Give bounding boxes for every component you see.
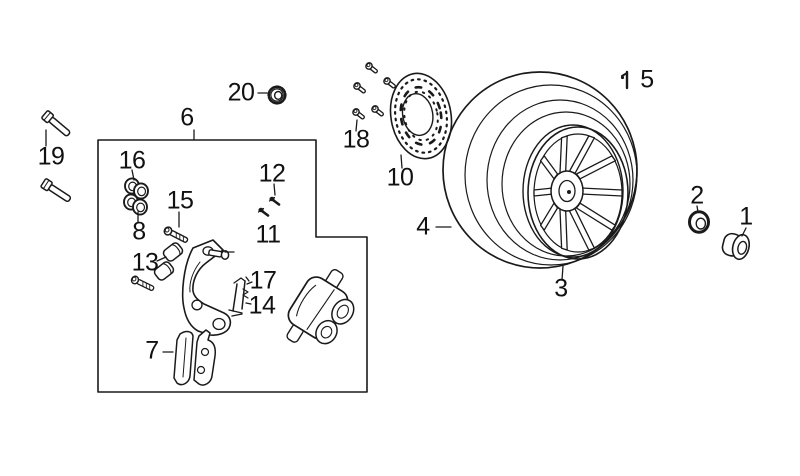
bracket-screw (129, 274, 156, 294)
part-label-4: 4 (416, 212, 430, 241)
part-label-20: 20 (227, 78, 255, 107)
part-label-3: 3 (554, 274, 568, 303)
part-label-5: 5 (640, 65, 654, 94)
leader-lines (45, 92, 747, 353)
small-screw-12 (268, 195, 281, 206)
axle-nut (267, 85, 287, 105)
part-label-10: 10 (386, 163, 414, 192)
pin-bolt (162, 225, 190, 246)
wheel-and-tire (442, 71, 638, 269)
part-label-19: 19 (37, 142, 65, 171)
part-label-16: 16 (118, 146, 146, 175)
brake-disc (389, 72, 453, 160)
part-label-11: 11 (255, 220, 281, 249)
small-screw-11 (257, 206, 270, 217)
part-label-18: 18 (342, 125, 370, 154)
part-label-7: 7 (145, 336, 159, 365)
caliper-bracket (181, 239, 232, 336)
part-label-2: 2 (690, 181, 704, 210)
seal-ring (688, 210, 710, 234)
part-label-17: 17 (249, 266, 277, 295)
caliper-assembly-box (97, 139, 368, 393)
part-label-14: 14 (248, 291, 276, 320)
part-label-13: 13 (131, 248, 159, 277)
part-label-1: 1 (739, 202, 753, 231)
small-pin (620, 70, 629, 90)
hub-bushing (721, 232, 751, 261)
pad-retainer-set (228, 276, 250, 317)
part-label-6: 6 (180, 103, 194, 132)
part-label-12: 12 (258, 159, 286, 188)
part-label-8: 8 (132, 217, 146, 246)
brake-pads (173, 329, 216, 386)
brake-caliper-body (286, 268, 355, 345)
part-label-15: 15 (166, 186, 194, 215)
